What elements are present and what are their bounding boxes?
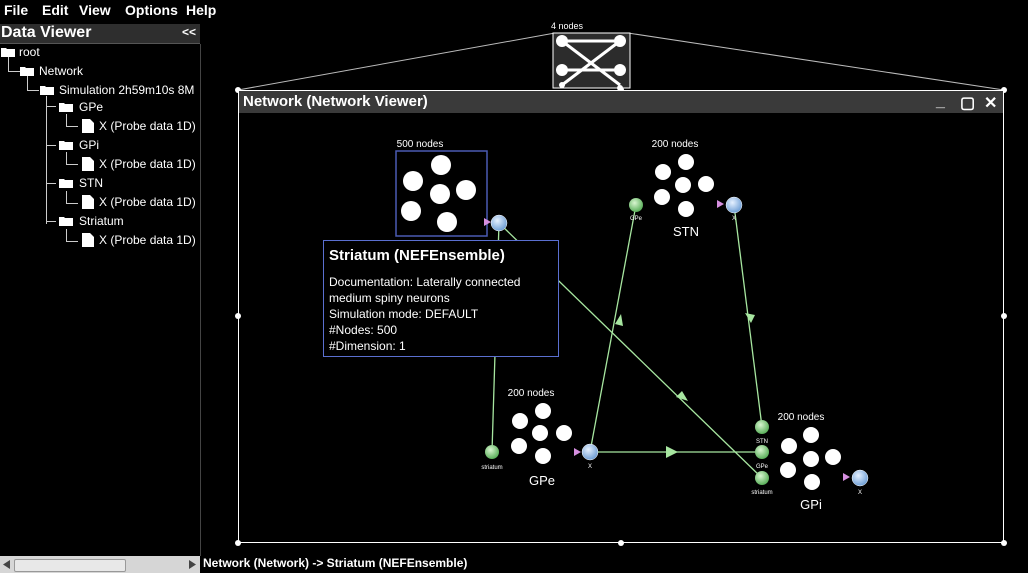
folder-icon [20,67,34,76]
file-icon [82,195,94,209]
overview-network-icon[interactable] [552,32,631,91]
folder-icon [1,48,15,57]
file-icon [82,157,94,171]
tooltip-documentation: Documentation: Laterally connected [329,275,521,289]
gpe-origin-label: X [588,464,592,470]
arrow-icon [666,446,678,458]
resize-handle [1001,540,1007,546]
scroll-left-arrow-icon[interactable] [3,560,11,569]
arrow-icon [615,314,623,326]
ensemble-gpi[interactable] [755,420,869,490]
resize-handle [1001,313,1007,319]
tree-label: GPi [79,138,100,152]
data-viewer-title: Data Viewer [1,24,92,41]
menu-view[interactable]: View [79,2,111,18]
play-arrow-icon [843,473,850,481]
scroll-right-arrow-icon[interactable] [189,560,197,569]
tree-label: STN [79,176,103,190]
folder-icon [59,141,73,150]
close-button[interactable]: ✕ [984,95,998,112]
tooltip-documentation-cont: medium spiny neurons [329,291,450,305]
ensemble-stn[interactable] [629,154,743,217]
arrow-icon [745,313,755,323]
tree-label: X (Probe data 1D) [99,157,196,171]
gpi-termination-label: GPe [756,464,769,470]
overview-guide-line [237,32,556,91]
tooltip-dimension: #Dimension: 1 [329,339,406,353]
connection-arrows [615,313,755,458]
gpe-termination-label: striatum [481,465,502,471]
gpi-termination-label: STN [756,439,768,445]
tree-label: Network [39,64,84,78]
origin-icon [490,214,508,232]
gpi-termination-label: striatum [751,490,772,496]
gpe-nodes-label: 200 nodes [508,388,555,399]
ensemble-gpe[interactable] [485,403,599,464]
stn-termination-label: GPe [630,216,643,222]
stn-origin-label: X [732,216,736,222]
tooltip-simulation-mode: Simulation mode: DEFAULT [329,307,479,321]
horizontal-scrollbar[interactable] [0,556,200,573]
play-arrow-icon [574,448,581,456]
tree-label: root [19,45,40,59]
gpe-name-label: GPe [529,473,555,488]
resize-handle [235,540,241,546]
network-contents: 500 nodes 200 nodes STN GPe X 200 nodes … [395,139,869,512]
minimize-button[interactable]: _ [936,93,945,110]
termination-icon [485,445,499,459]
tree-label: X (Probe data 1D) [99,119,196,133]
tree-label: X (Probe data 1D) [99,233,196,247]
menu-edit[interactable]: Edit [42,2,69,18]
status-bar: Network (Network) -> Striatum (NEFEnsemb… [203,556,468,570]
stn-nodes-label: 200 nodes [652,139,699,150]
folder-icon [40,86,54,95]
tree-label: Simulation 2h59m10s 8M [59,83,195,97]
play-arrow-icon [717,200,724,208]
menu-options[interactable]: Options [125,2,178,18]
collapse-panel-button[interactable]: << [181,25,196,39]
ensemble-striatum[interactable] [395,150,508,237]
file-icon [82,119,94,133]
network-viewer-window[interactable]: Network (Network Viewer) _ ▢ ✕ [238,90,1004,543]
striatum-nodes-label: 500 nodes [397,139,444,150]
tree-label: Striatum [79,214,124,228]
termination-icon [629,198,643,212]
menu-bar: File Edit View Options Help [0,0,1028,22]
gpi-name-label: GPi [800,497,822,512]
folder-icon [59,103,73,112]
overview-nodes-label: 4 nodes [551,21,584,31]
data-viewer-tree: root Network Simulation 2h59m10s 8M GPe … [0,44,201,556]
file-icon [82,233,94,247]
play-arrow-icon [484,218,491,226]
tree-label: GPe [79,100,104,114]
menu-file[interactable]: File [4,2,29,18]
termination-icon [755,471,769,485]
menu-help[interactable]: Help [186,2,217,18]
tooltip-nodes: #Nodes: 500 [329,323,398,337]
network-viewer-title: Network (Network Viewer) [243,93,428,110]
gpi-origin-label: X [858,490,862,496]
tree-label: X (Probe data 1D) [99,195,196,209]
folder-icon [59,217,73,226]
scrollbar-thumb[interactable] [14,559,126,572]
ensemble-tooltip: Striatum (NEFEnsemble) Documentation: La… [323,240,559,357]
maximize-button[interactable]: ▢ [960,95,976,112]
termination-icon [755,445,769,459]
termination-icon [755,420,769,434]
resize-handle [618,540,624,546]
network-viewer-titlebar[interactable]: Network (Network Viewer) _ ▢ ✕ [239,91,1003,113]
folder-icon [59,179,73,188]
arrow-icon [676,391,688,401]
overview-guide-line [627,32,1005,91]
network-canvas[interactable]: 4 nodes [0,0,1028,556]
stn-name-label: STN [673,224,699,239]
origin-icon [581,443,599,461]
connection-gpe-to-stn [589,204,637,453]
origin-icon [725,196,743,214]
data-viewer-header: Data Viewer << [0,24,200,44]
gpi-nodes-label: 200 nodes [778,412,825,423]
origin-icon [851,469,869,487]
tooltip-title: Striatum (NEFEnsemble) [329,247,505,264]
